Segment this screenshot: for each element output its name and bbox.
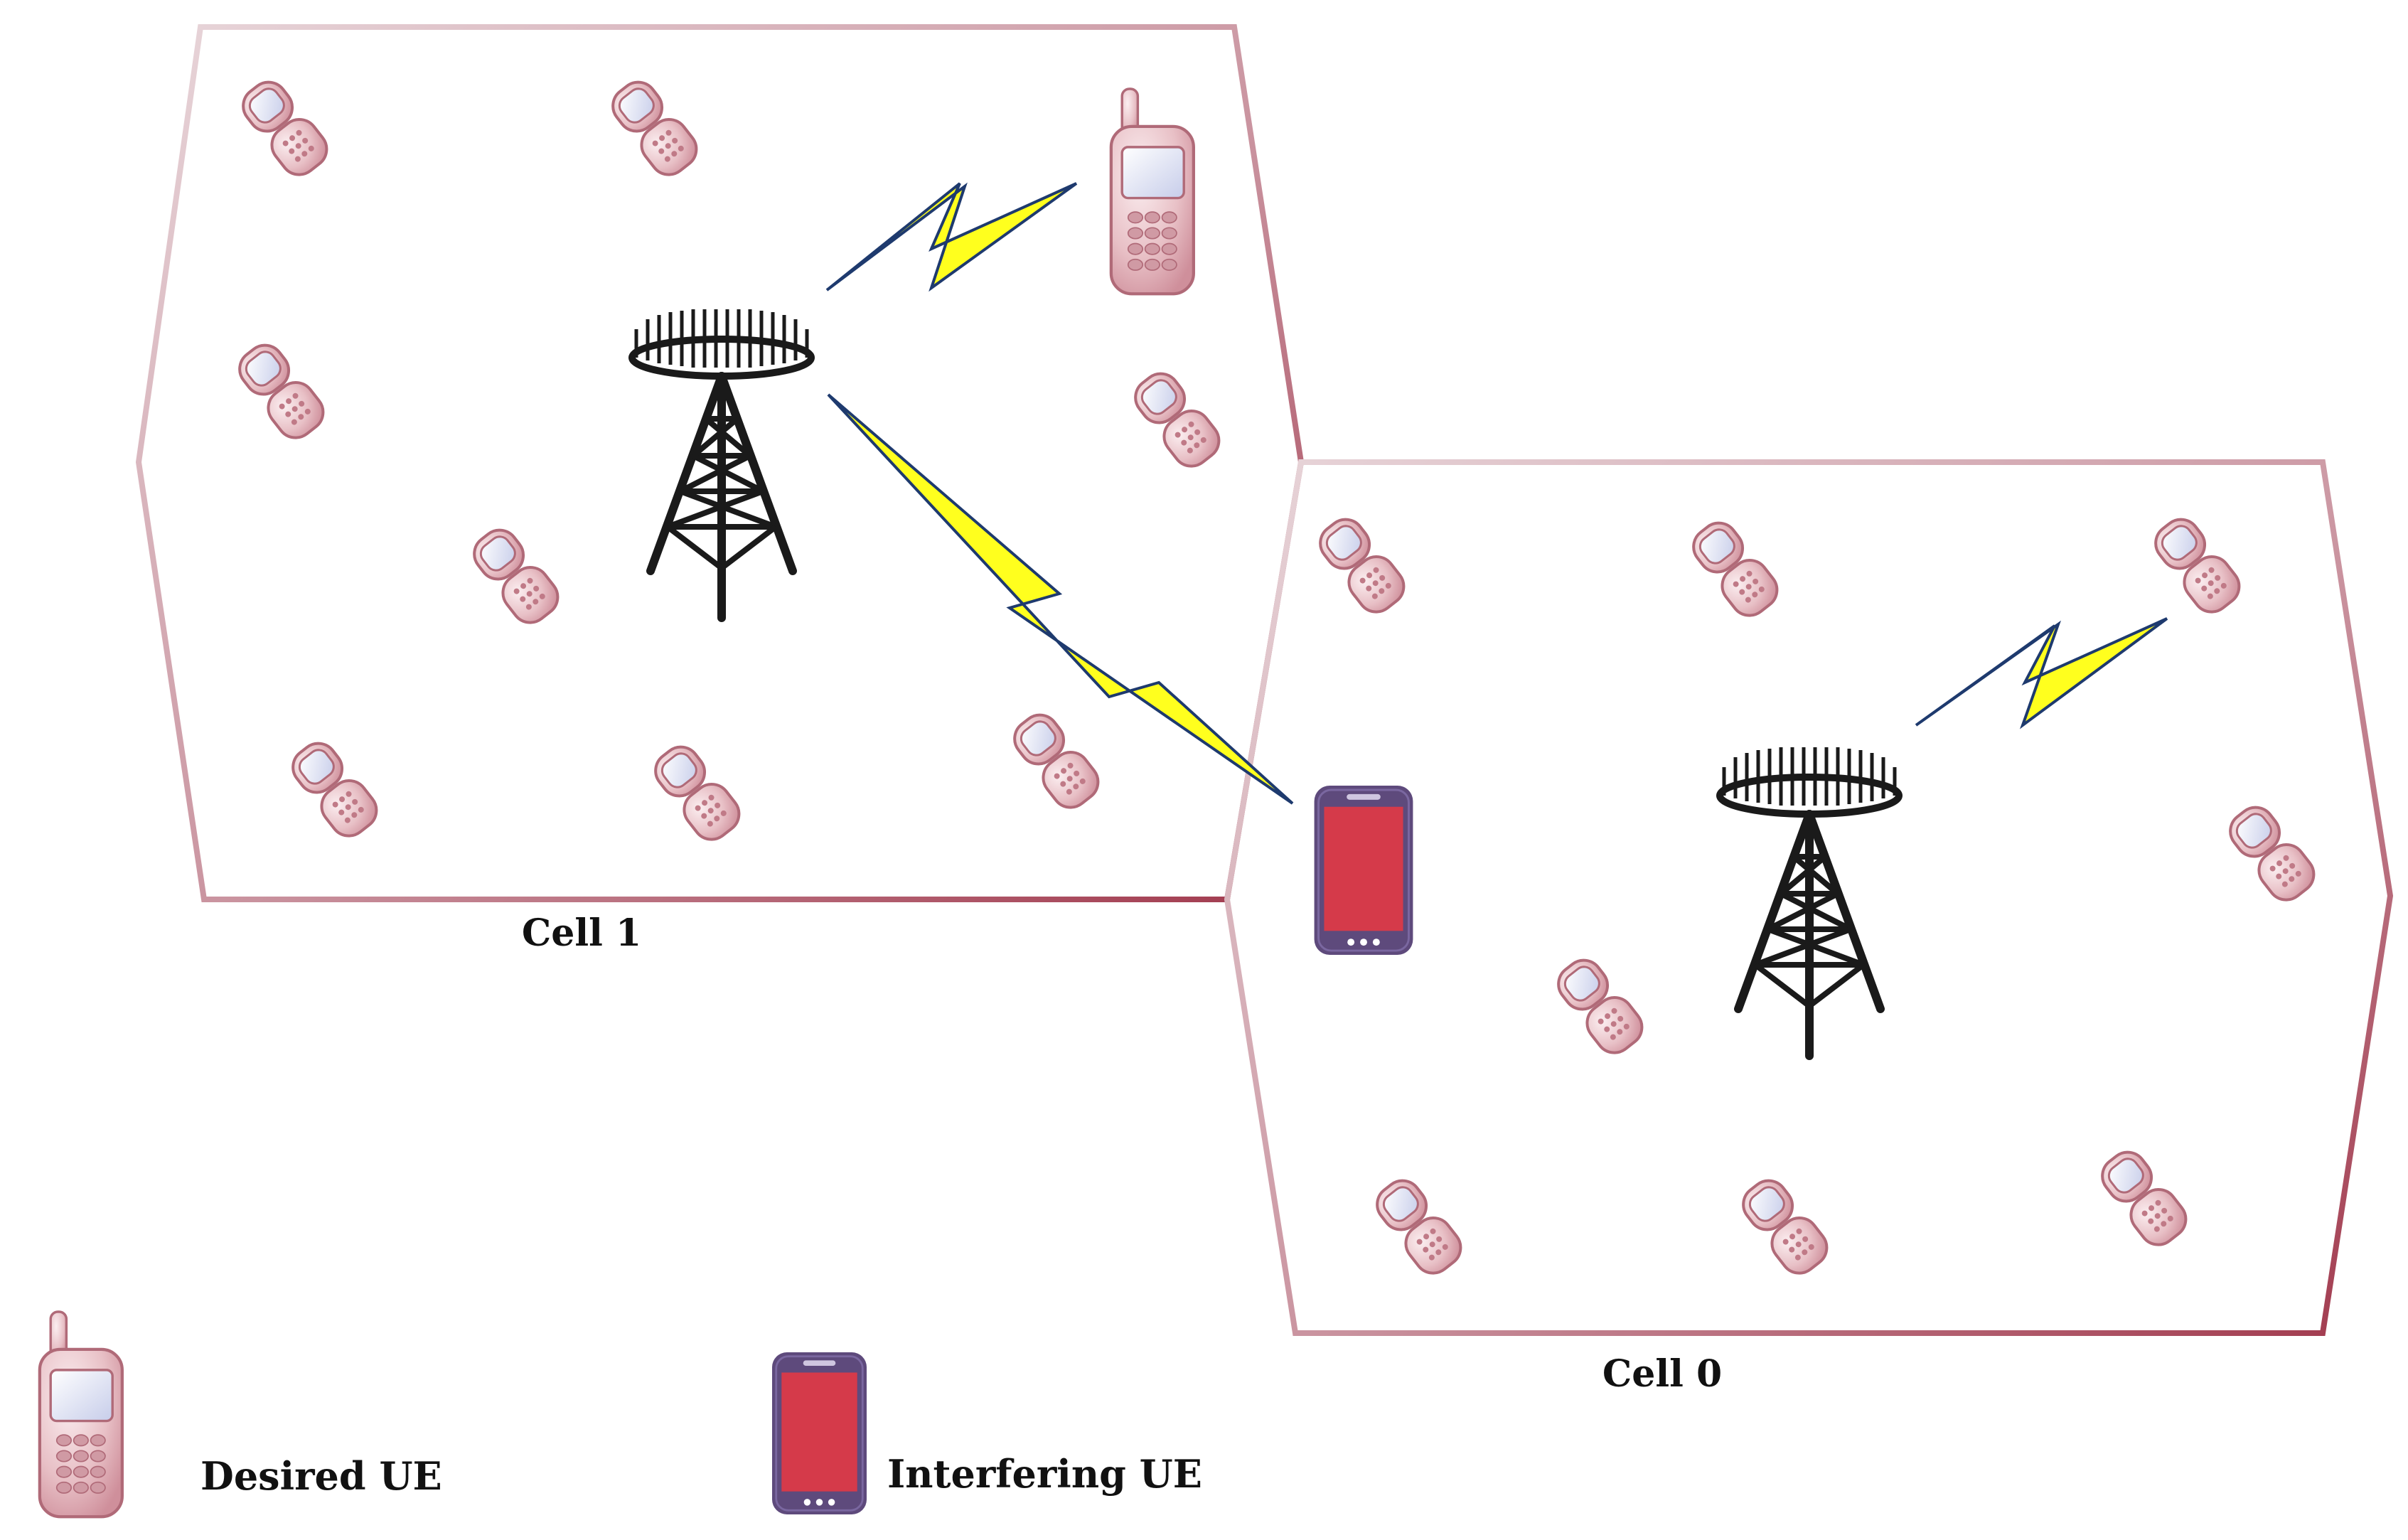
ue-phone-icon	[233, 72, 336, 184]
ue-phone-icon	[1548, 950, 1651, 1062]
legend-interfering-ue-icon	[771, 1351, 868, 1516]
lightning-link-interference	[827, 393, 1294, 805]
legend-desired-ue-icon	[40, 1312, 122, 1517]
ue-phone-icon	[2220, 797, 2323, 909]
ue-phone-icon	[2146, 509, 2248, 621]
ue-phone-icon	[1733, 1170, 1836, 1283]
desired-ue-icon	[1111, 89, 1194, 294]
cell-0	[1224, 459, 2394, 1336]
ue-phone-icon	[1367, 1170, 1470, 1283]
interfering-ue-icon	[1313, 784, 1414, 956]
ue-phone-icon	[1005, 705, 1107, 817]
ue-phone-icon	[646, 737, 748, 849]
ue-phone-icon	[283, 733, 385, 845]
ue-phone-icon	[230, 335, 332, 447]
ue-phone-icon	[603, 72, 705, 184]
cell-0-label: Cell 0	[1602, 1352, 1722, 1396]
ue-phone-icon	[1684, 513, 1786, 625]
legend-interfering-ue-label: Interfering UE	[887, 1451, 1202, 1497]
cell-0-boundary	[1224, 459, 2394, 1336]
ue-phone-icon	[1125, 363, 1228, 476]
ue-phone-icon	[464, 520, 567, 632]
base-station-cell-0	[1703, 727, 1916, 1062]
lightning-link-desired-cell-1	[825, 182, 1078, 292]
legend-desired-ue-label: Desired UE	[200, 1453, 442, 1499]
ue-phone-icon	[1310, 509, 1413, 621]
legend: Desired UE Interfering UE	[40, 1312, 1202, 1517]
base-station-cell-1	[615, 289, 828, 624]
lightning-link-cell-0	[1915, 617, 2168, 729]
wireless-links	[825, 182, 2168, 805]
ue-phone-icon	[2092, 1142, 2195, 1254]
cell-1-label: Cell 1	[522, 911, 641, 955]
